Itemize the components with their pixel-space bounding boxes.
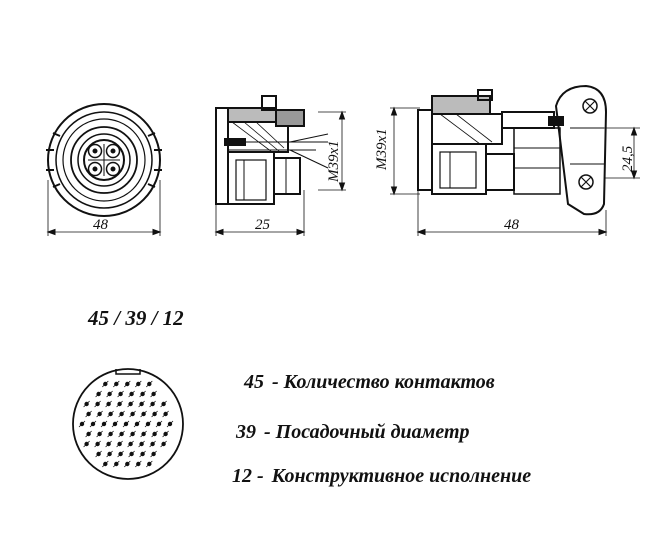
contact-pin-hatch bbox=[105, 440, 112, 448]
legend-number: 12 - bbox=[232, 465, 264, 487]
contact-pin-hatch bbox=[144, 420, 152, 428]
contact-pin-hatch bbox=[78, 420, 86, 428]
contact-pin-hatch bbox=[135, 460, 142, 468]
contact-pin-hatch bbox=[122, 420, 130, 428]
contact-pin-hatch bbox=[140, 410, 147, 418]
side-view-dim-width: 25 bbox=[255, 217, 271, 233]
contact-pin-hatch bbox=[127, 400, 134, 408]
contact-pin-hatch bbox=[96, 410, 103, 418]
contact-pin-hatch bbox=[118, 430, 125, 438]
contact-pin-hatch bbox=[118, 410, 125, 418]
contact-pin-hatch bbox=[116, 400, 123, 408]
contact-pin-hatch bbox=[85, 430, 92, 438]
contact-pin-hatch bbox=[128, 390, 135, 398]
contact-pin-hatch bbox=[160, 400, 167, 408]
contact-pin-hatch bbox=[85, 410, 92, 418]
front-view bbox=[46, 103, 162, 236]
side-view-dim-thread: M39x1 bbox=[326, 140, 342, 183]
contact-pin-hatch bbox=[102, 460, 109, 468]
contact-pin-hatch bbox=[111, 420, 119, 428]
legend-number: 39 bbox=[236, 421, 256, 443]
contact-pin-hatch bbox=[83, 440, 90, 448]
contact-pin-hatch bbox=[96, 430, 103, 438]
contact-pin-hatch bbox=[146, 380, 153, 388]
contact-pin-hatch bbox=[149, 440, 156, 448]
contact-pin-hatch bbox=[83, 400, 90, 408]
plug-view-dim-width: 48 bbox=[504, 217, 520, 233]
contact-pin-hatch bbox=[106, 450, 113, 458]
plug-view-dim-thread: M39x1 bbox=[374, 128, 390, 171]
contact-pin-hatch bbox=[139, 390, 146, 398]
contact-pin-hatch bbox=[105, 400, 112, 408]
plug-view-dim-height: 24,5 bbox=[620, 145, 636, 172]
contact-pin-hatch bbox=[150, 390, 157, 398]
designation-code: 45 / 39 / 12 bbox=[88, 306, 184, 330]
contact-pin-hatch bbox=[128, 450, 135, 458]
contact-layout bbox=[72, 368, 184, 480]
contact-pin-hatch bbox=[135, 380, 142, 388]
contact-pin-hatch bbox=[102, 380, 109, 388]
contact-pin-hatch bbox=[162, 430, 169, 438]
contact-pin-hatch bbox=[107, 410, 114, 418]
contact-pin-hatch bbox=[95, 450, 102, 458]
contact-pin-hatch bbox=[127, 440, 134, 448]
contact-pin-hatch bbox=[94, 400, 101, 408]
contact-pin-hatch bbox=[129, 410, 136, 418]
contact-pin-hatch bbox=[124, 380, 131, 388]
contact-pin-hatch bbox=[113, 380, 120, 388]
contact-pin-hatch bbox=[155, 420, 163, 428]
legend-item-contacts: 45 - Количество контактов bbox=[244, 371, 495, 394]
contact-pin-hatch bbox=[124, 460, 131, 468]
legend-description: - Количество контактов bbox=[272, 371, 495, 393]
contact-pin-hatch bbox=[116, 440, 123, 448]
contact-pin-hatch bbox=[151, 410, 158, 418]
contact-pin-hatch bbox=[146, 460, 153, 468]
contact-pin-hatch bbox=[160, 440, 167, 448]
contact-pin-hatch bbox=[94, 440, 101, 448]
contact-pin-hatch bbox=[140, 430, 147, 438]
contact-pin-hatch bbox=[139, 450, 146, 458]
contact-pin-hatch bbox=[150, 450, 157, 458]
legend-item-diameter: 39 - Посадочный диаметр bbox=[236, 421, 470, 444]
contact-pin-hatch bbox=[95, 390, 102, 398]
contact-pin-hatch bbox=[113, 460, 120, 468]
contact-pin-hatch bbox=[166, 420, 174, 428]
contact-pins bbox=[78, 380, 174, 468]
contact-pin-hatch bbox=[107, 430, 114, 438]
side-view bbox=[214, 95, 346, 236]
contact-pin-hatch bbox=[151, 430, 158, 438]
contact-pin-hatch bbox=[100, 420, 108, 428]
contact-pin-hatch bbox=[89, 420, 97, 428]
plug-view bbox=[390, 84, 640, 236]
front-view-dim-label: 48 bbox=[93, 217, 109, 233]
contact-pin-hatch bbox=[117, 390, 124, 398]
legend-number: 45 bbox=[244, 371, 264, 393]
contact-pin-hatch bbox=[106, 390, 113, 398]
contact-pin-hatch bbox=[133, 420, 141, 428]
legend-item-design: 12 - Конструктивное исполнение bbox=[232, 465, 531, 488]
contact-pin-hatch bbox=[162, 410, 169, 418]
legend-description: - Посадочный диаметр bbox=[264, 421, 470, 443]
contact-pin-hatch bbox=[117, 450, 124, 458]
legend-description: Конструктивное исполнение bbox=[271, 465, 532, 487]
contact-pin-hatch bbox=[149, 400, 156, 408]
contact-pin-hatch bbox=[138, 400, 145, 408]
contact-pin-hatch bbox=[138, 440, 145, 448]
contact-pin-hatch bbox=[129, 430, 136, 438]
